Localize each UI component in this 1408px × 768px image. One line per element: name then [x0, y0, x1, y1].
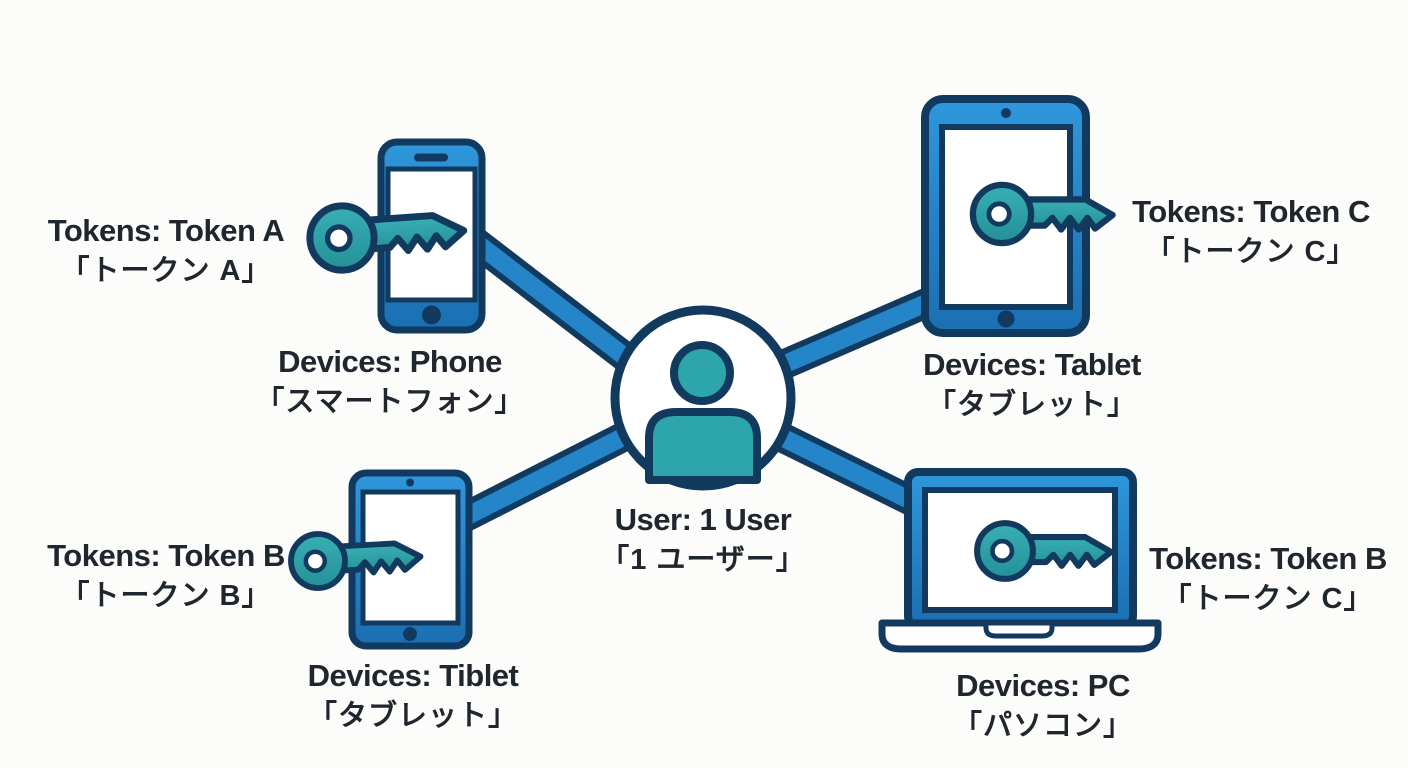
user-icon	[610, 305, 796, 491]
